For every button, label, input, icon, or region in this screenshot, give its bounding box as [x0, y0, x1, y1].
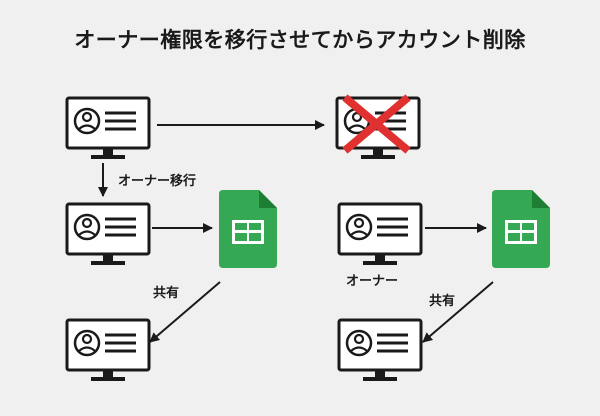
computer-user-icon-middle-right	[337, 202, 423, 267]
share-label-left: 共有	[153, 286, 180, 301]
share-label-right: 共有	[429, 294, 456, 309]
diagram-title: オーナー権限を移行させてからアカウント削除	[74, 28, 526, 52]
arrow-share-right	[422, 281, 494, 343]
owner-label: オーナー	[346, 274, 399, 289]
spreadsheet-file-icon-left	[219, 190, 277, 268]
computer-user-icon-middle-left	[65, 202, 151, 267]
computer-user-icon-bottom-right	[337, 318, 423, 383]
red-x-icon	[342, 94, 411, 154]
spreadsheet-file-icon-right	[492, 190, 550, 268]
owner-transfer-label: オーナー移行	[118, 174, 197, 189]
arrow-share-left	[149, 281, 221, 343]
computer-user-icon-bottom-left	[65, 318, 151, 383]
computer-user-icon-top-left	[65, 96, 151, 161]
